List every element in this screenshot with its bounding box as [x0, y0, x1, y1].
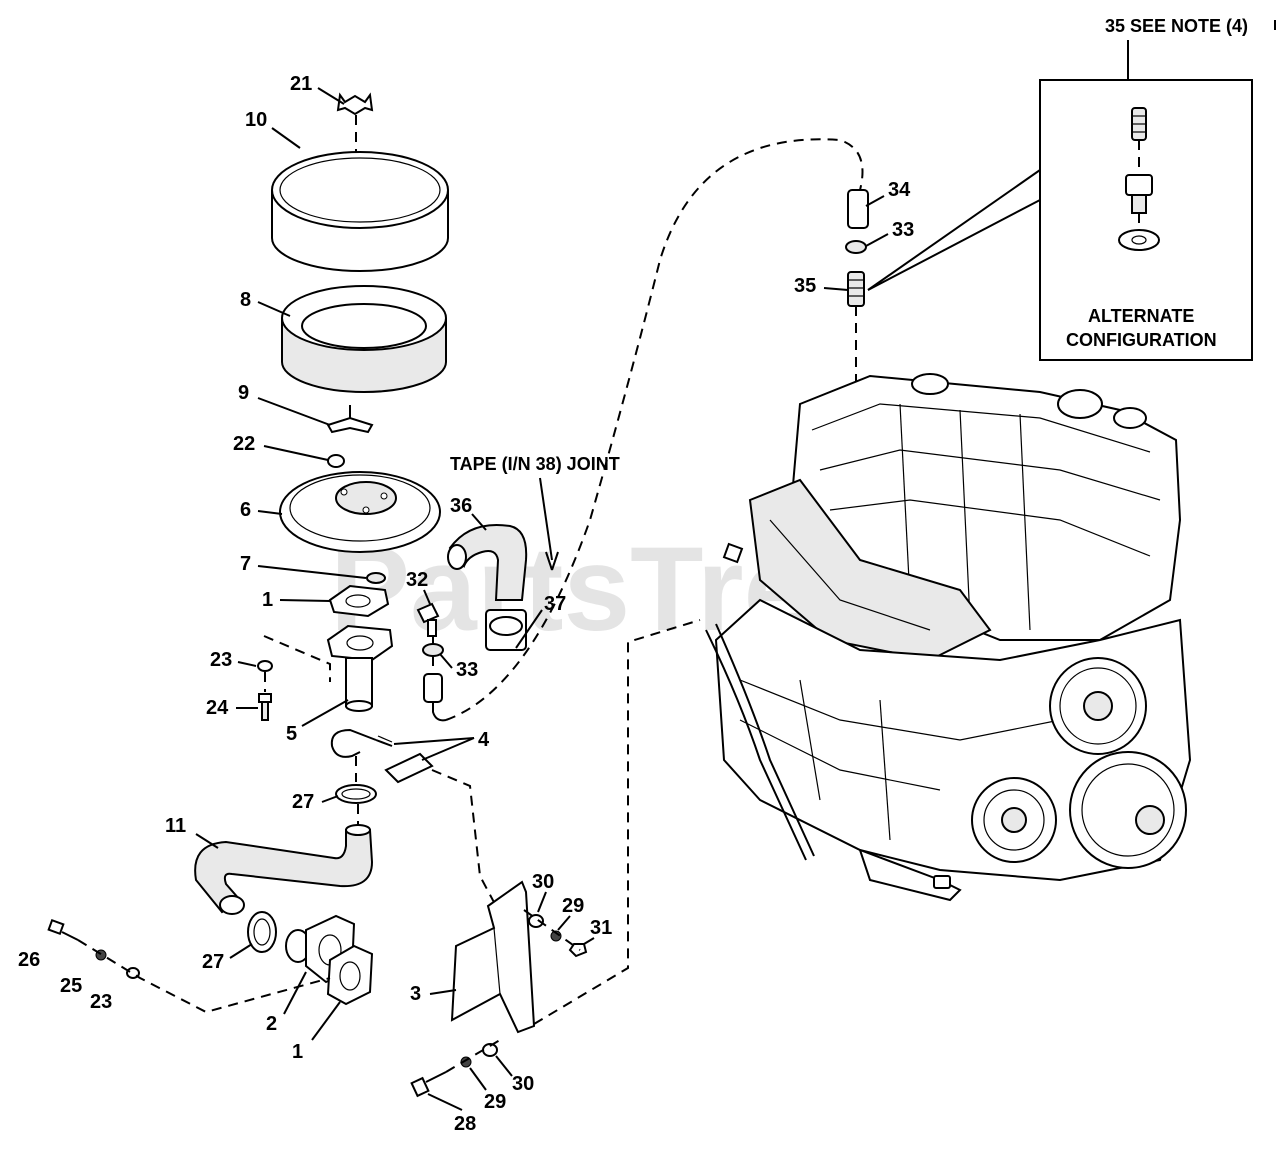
callout-25: 25: [60, 975, 82, 997]
bolt-24-icon: [258, 693, 272, 721]
callout-31: 31: [590, 917, 612, 939]
callout-23-upper: 23: [210, 649, 232, 671]
bracket-4-icon: [384, 752, 434, 784]
adapter-tube-icon: [326, 624, 394, 712]
bolt-26-icon: [47, 918, 79, 941]
intake-hose-icon: [194, 824, 374, 915]
alternate-configuration-box: [1039, 79, 1253, 361]
inset-leader-upper: [867, 169, 1041, 291]
support-bracket-icon: [450, 880, 536, 1034]
wing-nut-icon: [336, 92, 374, 116]
breather-hose-icon: [447, 524, 528, 601]
callout-11: 11: [165, 815, 186, 837]
hose-34-icon: [847, 189, 869, 229]
alternate-adapter-icon: [1125, 174, 1153, 196]
callout-4: 4: [478, 729, 490, 751]
callout-8: 8: [240, 289, 251, 311]
callout-27-lower: 27: [202, 951, 224, 973]
hose-clamp-27-lower-icon: [247, 911, 277, 953]
callout-37: 37: [544, 593, 566, 615]
callout-2: 2: [266, 1013, 277, 1035]
callout-30-upper: 30: [532, 871, 554, 893]
inset-title-line1: ALTERNATE: [1088, 306, 1194, 326]
alternate-fitting-group: [1118, 107, 1160, 251]
callout-33-right: 33: [892, 219, 914, 241]
callout-7: 7: [240, 553, 251, 575]
nut-22-icon: [327, 454, 345, 468]
callout-28: 28: [454, 1113, 476, 1135]
air-cleaner-cover-icon: [271, 151, 449, 272]
callout-10: 10: [245, 109, 267, 131]
alternate-stem-icon: [1131, 194, 1147, 214]
gasket-lower-icon: [326, 944, 374, 1006]
filter-element-icon: [281, 285, 447, 393]
callout-3: 3: [410, 983, 421, 1005]
alternate-washer-icon: [1118, 229, 1160, 251]
washer-30-upper-icon: [528, 914, 544, 928]
bolt-28-icon: [410, 1071, 447, 1098]
callout-1-lower: 1: [292, 1041, 303, 1063]
clamp-33-right-icon: [845, 240, 867, 254]
fitting-35-icon: [847, 271, 865, 307]
gasket-upper-icon: [328, 584, 390, 618]
callout-35: 35: [794, 275, 816, 297]
callout-6: 6: [240, 499, 251, 521]
callout-5: 5: [286, 723, 297, 745]
callout-34: 34: [888, 179, 911, 201]
engine-assembly-icon: [705, 373, 1192, 902]
inset-leader-lower: [867, 199, 1041, 291]
callout-27-upper: 27: [292, 791, 314, 813]
nut-31-icon: [568, 943, 588, 958]
callout-33-left: 33: [456, 659, 478, 681]
washer-23-icon: [257, 660, 273, 672]
hose-clamp-27-upper-icon: [335, 784, 377, 804]
callout-1-upper: 1: [262, 589, 273, 611]
callout-24: 24: [206, 697, 229, 719]
tape-joint-leader: [539, 477, 553, 561]
callout-29-upper: 29: [562, 895, 584, 917]
inset-title-line2: CONFIGURATION: [1066, 330, 1217, 350]
see-note-label: 35 SEE NOTE (4): [1105, 16, 1248, 36]
air-cleaner-base-icon: [279, 471, 441, 553]
callout-36: 36: [450, 495, 472, 517]
callout-9: 9: [238, 382, 249, 404]
callout-29-lower: 29: [484, 1091, 506, 1113]
callout-32: 32: [406, 569, 428, 591]
clamp-37-icon: [485, 609, 527, 651]
callout-23-lower: 23: [90, 991, 112, 1013]
callout-26: 26: [18, 949, 40, 971]
tape-joint-label: TAPE (I/N 38) JOINT: [450, 454, 620, 474]
callout-30-lower: 30: [512, 1073, 534, 1095]
seal-7-icon: [366, 572, 386, 584]
wing-nut-9-icon: [326, 405, 374, 434]
u-bolt-icon: [330, 728, 393, 758]
callout-22: 22: [233, 433, 255, 455]
callout-21: 21: [290, 73, 312, 95]
vacuum-hose-icon: [423, 673, 443, 703]
